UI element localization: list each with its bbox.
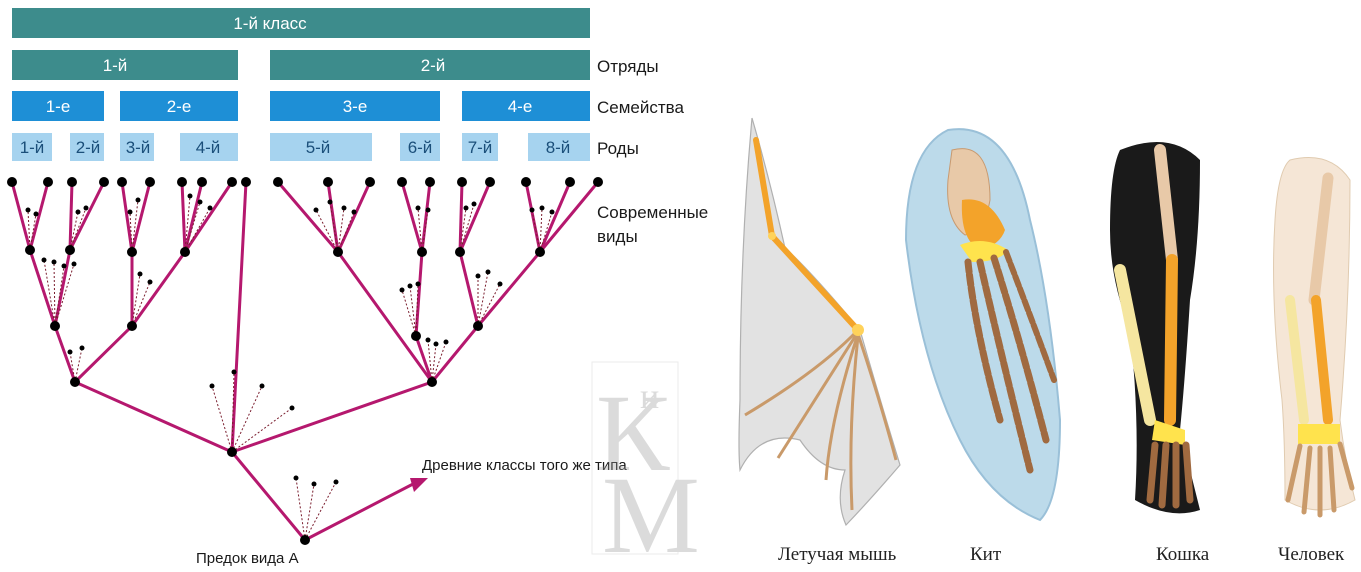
branch-main-to-order1 (75, 382, 232, 452)
genera-label: Роды (597, 139, 639, 158)
genus-bar-7-label: 7-й (468, 138, 493, 157)
whale-flipper-illustration (906, 129, 1060, 520)
family-bar-1-label: 1-е (46, 97, 71, 116)
human-arm-illustration (1274, 158, 1355, 516)
species-label-line2: виды (597, 227, 638, 246)
bat-caption: Летучая мышь (778, 544, 897, 565)
extinct-tips (26, 194, 555, 487)
class-bar-label: 1-й класс (233, 14, 307, 33)
family-bar-3-label: 3-е (343, 97, 368, 116)
branch-root-to-main (232, 452, 305, 540)
branch-main-to-order2 (232, 382, 432, 452)
branch-root-to-ancient (305, 483, 415, 540)
branch-main-to-lone-species (232, 182, 246, 452)
cat-caption: Кошка (1156, 544, 1210, 565)
genus-bar-2-label: 2-й (76, 138, 101, 157)
genus-bar-3-label: 3-й (126, 138, 151, 157)
ancient-classes-arrowhead (410, 478, 428, 492)
branch-order1-fam2 (75, 326, 132, 382)
branch-fam1-genus2 (55, 250, 70, 326)
taxonomy-bars: 1-й класс 1-й 2-й 1-е 2-е 3-е 4-е 1-й 2-… (12, 8, 590, 161)
order-bar-2-label: 2-й (421, 56, 446, 75)
branch-order1-fam1 (55, 326, 75, 382)
genus-bar-6-label: 6-й (408, 138, 433, 157)
family-bar-2-label: 2-е (167, 97, 192, 116)
orders-label: Отряды (597, 57, 659, 76)
svg-text:М: М (602, 454, 700, 572)
family-bar-4-label: 4-е (508, 97, 533, 116)
phylogenetic-tree (12, 182, 598, 540)
whale-caption: Кит (970, 544, 1002, 565)
species-label-line1: Современные (597, 203, 708, 222)
human-caption: Человек (1278, 544, 1345, 565)
order-bar-1-label: 1-й (103, 56, 128, 75)
svg-text:и: и (640, 376, 659, 416)
genus-bar-5-label: 5-й (306, 138, 331, 157)
watermark-logo: К и М (592, 362, 700, 572)
genus-bar-4-label: 4-й (196, 138, 221, 157)
genus-bar-8-label: 8-й (546, 138, 571, 157)
cat-leg-illustration (1110, 142, 1200, 513)
bat-wing-illustration (739, 118, 900, 525)
ancestor-label: Предок вида А (196, 550, 299, 567)
rank-labels: Отряды Семейства Роды Современные виды (597, 57, 708, 246)
genus-bar-1-label: 1-й (20, 138, 45, 157)
ancestor-node (300, 535, 310, 545)
families-label: Семейства (597, 98, 684, 117)
extinct-lineages (28, 196, 552, 540)
